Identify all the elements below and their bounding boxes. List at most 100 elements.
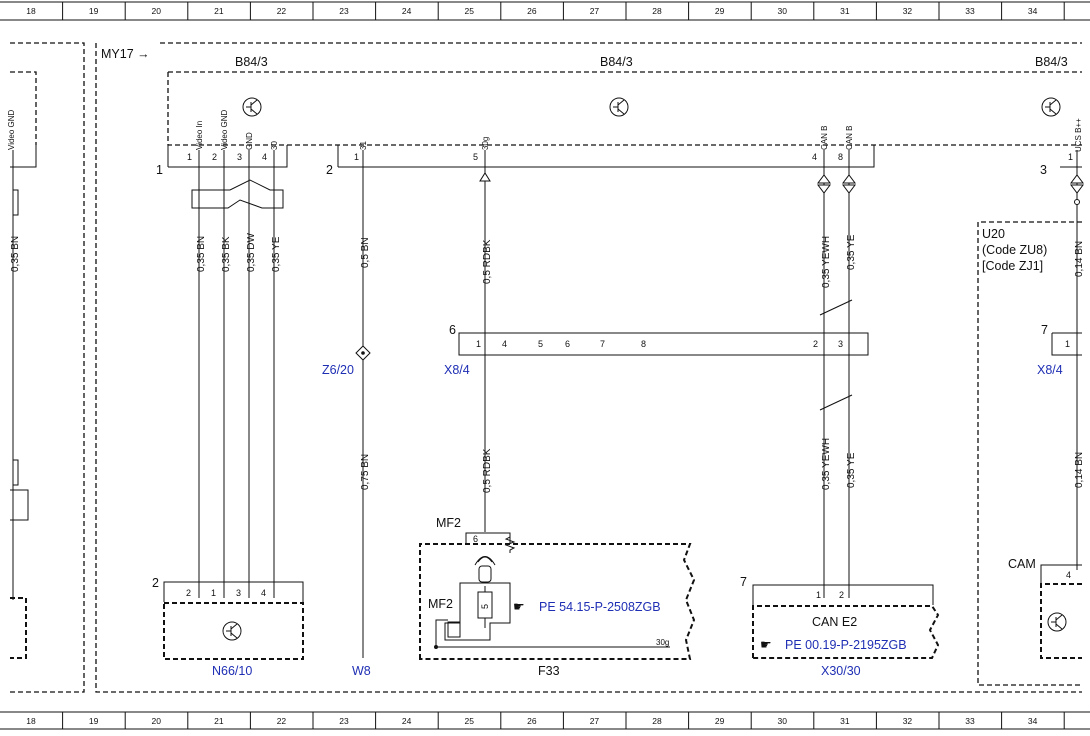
u20-label: U20 (Code ZU8) [Code ZJ1] — [982, 227, 1051, 273]
transistor-icon — [242, 97, 262, 117]
x8-reference-left[interactable]: X8/4 — [444, 363, 470, 377]
pointing-hand-icon: ☛ — [513, 600, 525, 615]
ruler-column-label: 19 — [89, 716, 99, 726]
ruler-column-label: 24 — [402, 716, 412, 726]
x30-box — [752, 605, 940, 659]
ruler-column-label: 26 — [527, 716, 537, 726]
wire-rdbk: 0,5 RDBK 0,5 RDBK — [479, 150, 493, 532]
ruler-column-label: 29 — [715, 716, 725, 726]
ground-splice-icon — [355, 345, 371, 361]
ruler-column-label: 22 — [277, 716, 287, 726]
wire-label: 0,5 BN — [360, 237, 371, 268]
pin-number: 1 — [211, 588, 216, 598]
x30-reference[interactable]: X30/30 — [821, 664, 861, 678]
wire-video-ye: 0,35 YE — [271, 150, 282, 598]
wire-video-dw: 0,35 DW — [246, 150, 257, 598]
f33-fuse-number: 5 — [480, 604, 490, 609]
wire-can-ye: 0,35 YE 0,35 YE — [842, 150, 857, 598]
pin-signal-ucs: UCS B++ — [1074, 118, 1083, 152]
ruler-column-label: 28 — [652, 6, 662, 16]
f33-document-reference[interactable]: PE 54.15-P-2508ZGB — [539, 600, 661, 614]
ruler-column-label: 18 — [26, 716, 36, 726]
pin-number: 4 — [1066, 570, 1071, 580]
ruler-column-label: 19 — [89, 6, 99, 16]
cam-connector: CAM 4 — [1008, 557, 1082, 583]
pin-number: 1 — [476, 339, 481, 349]
ruler-column-label: 31 — [840, 6, 850, 16]
shield-braid — [191, 179, 284, 209]
pin-number: 4 — [261, 588, 266, 598]
b84-label-right: B84/3 — [1035, 55, 1068, 69]
connector-1-number: 1 — [156, 163, 163, 177]
x8-reference-right[interactable]: X8/4 — [1037, 363, 1063, 377]
ruler-column-label: 33 — [965, 716, 975, 726]
main-dashed-frame — [95, 42, 1082, 693]
x8-connector-right: 7 1 — [1041, 323, 1082, 356]
connector-3: 3 1 — [1040, 152, 1082, 177]
wire-label: 0,14 BN — [1074, 452, 1085, 488]
wire-label: 0,5 RDBK — [482, 448, 493, 493]
b84-head-unit-frame — [167, 71, 1082, 146]
pin-number: 4 — [812, 152, 817, 162]
u20-line: (Code ZU8) — [982, 243, 1047, 257]
wire-can-yewh: 0,35 YEWH 0,35 YEWH — [817, 150, 832, 598]
ruler-column-label: 25 — [465, 6, 475, 16]
n66-box — [163, 602, 304, 660]
ruler-column-label: 18 — [26, 6, 36, 16]
wire-label: 0,35 BK — [221, 236, 232, 272]
ruler-column-label: 22 — [277, 6, 287, 16]
pin-number: 5 — [538, 339, 543, 349]
connector-2-number: 2 — [326, 163, 333, 177]
pin-signal-video-in: Video In — [195, 121, 204, 150]
wire-left-edge: 0,35 BN — [10, 150, 29, 600]
ruler-column-label: 32 — [903, 6, 913, 16]
wire-video-bn: 0,35 BN — [196, 150, 207, 598]
ruler-column-label: 27 — [590, 716, 600, 726]
ruler-column-label: 20 — [152, 716, 162, 726]
pin-number: 5 — [473, 152, 478, 162]
transistor-icon — [1047, 612, 1067, 632]
pin-number: 2 — [212, 152, 217, 162]
b84-label-center: B84/3 — [600, 55, 633, 69]
pin-signal-30g: 30g — [481, 137, 490, 150]
pin-number: 6 — [473, 534, 478, 544]
mf2-top-label: MF2 — [436, 516, 461, 530]
wire-right-edge: 0,14 BN 0,14 BN — [1070, 150, 1085, 570]
connector-number: 2 — [152, 576, 159, 590]
wire-label: 0,35 YE — [846, 234, 857, 270]
pin-number: 1 — [354, 152, 359, 162]
ruler-column-label: 30 — [778, 716, 788, 726]
pin-number: 4 — [502, 339, 507, 349]
pin-number: 3 — [236, 588, 241, 598]
ruler-column-label: 29 — [715, 6, 725, 16]
ruler-column-label: 30 — [778, 6, 788, 16]
pin-number: 1 — [187, 152, 192, 162]
mf2-inner-label: MF2 — [428, 597, 453, 611]
transistor-icon — [609, 97, 629, 117]
ruler-column-label: 26 — [527, 6, 537, 16]
left-dashed-frame — [10, 42, 85, 693]
pin-signal-can-b-1: CAN B — [820, 126, 829, 150]
u20-frame — [977, 221, 1082, 686]
wire-label: 0,35 BN — [196, 236, 207, 272]
n66-reference[interactable]: N66/10 — [212, 664, 252, 678]
w8-reference[interactable]: W8 — [352, 664, 371, 678]
model-year-marker: MY17 → — [101, 47, 150, 61]
ruler-column-label: 32 — [903, 716, 913, 726]
z6-reference[interactable]: Z6/20 — [322, 363, 354, 377]
wire-label: 0,35 BN — [10, 236, 21, 272]
left-module-box — [10, 597, 27, 659]
ruler-column-label: 23 — [339, 6, 349, 16]
wire-label: 0,35 YEWH — [821, 236, 832, 288]
twist-marker — [819, 394, 853, 411]
ruler-column-label: 31 — [840, 716, 850, 726]
x30-document-reference[interactable]: PE 00.19-P-2195ZGB — [785, 638, 907, 652]
pin-number: 1 — [816, 590, 821, 600]
u20-line: U20 — [982, 227, 1005, 241]
pin-number: 4 — [262, 152, 267, 162]
pin-signal-31: 31 — [359, 141, 368, 150]
cam-box — [1040, 583, 1082, 659]
